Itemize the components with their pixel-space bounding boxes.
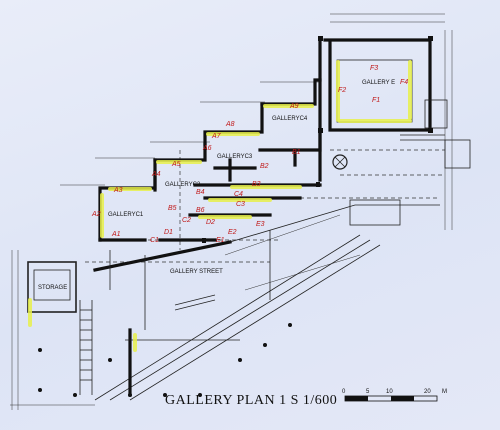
columns [38, 36, 433, 397]
marker-a1: A1 [111, 231, 121, 238]
storage-room [27, 261, 77, 313]
scale-tick-5: 5 [366, 389, 370, 395]
marker-e1: E1 [216, 237, 225, 244]
dashed-grid [85, 149, 445, 263]
marker-b4: B4 [196, 189, 205, 196]
highlight-marks [28, 60, 412, 352]
marker-d2: D2 [206, 219, 215, 226]
scale-tick-10: 10 [386, 389, 393, 395]
marker-b3: B3 [252, 181, 261, 188]
marker-f2: F2 [338, 87, 346, 94]
marker-d1: D1 [164, 229, 173, 236]
stairs [79, 300, 93, 395]
elevator-icon [332, 154, 348, 170]
gallery-walls [98, 38, 471, 242]
marker-b2: B2 [260, 163, 269, 170]
marker-e3: E3 [256, 221, 265, 228]
marker-e2: E2 [228, 229, 237, 236]
marker-c3: C3 [236, 201, 245, 208]
marker-a3: A3 [113, 187, 123, 194]
marker-a7: A7 [211, 133, 222, 140]
position-markers: A1 A2 A3 A4 A5 A6 A7 A8 A9 B1 B2 B3 B4 B… [91, 65, 408, 244]
drawing-title: GALLERY PLAN 1 S 1/600 [165, 393, 337, 408]
marker-a4: A4 [151, 171, 161, 178]
room-label-gallery4: GALLERYC4 [272, 116, 308, 122]
room-labels: GALLERYC1 GALLERYC2 GALLERYC3 GALLERYC4 … [38, 80, 395, 291]
marker-f1: F1 [372, 97, 380, 104]
marker-c4: C4 [234, 191, 243, 198]
marker-a8: A8 [225, 121, 235, 128]
marker-b6: B6 [196, 207, 205, 214]
marker-a9: A9 [289, 103, 299, 110]
marker-a2: A2 [91, 211, 101, 218]
scale-tick-20: 20 [424, 389, 431, 395]
marker-b5: B5 [168, 205, 177, 212]
room-label-gallery1: GALLERYC1 [108, 212, 144, 218]
room-label-storage: STORAGE [38, 285, 67, 291]
marker-b1: B1 [292, 149, 301, 156]
marker-f4: F4 [400, 79, 408, 86]
marker-c1: C1 [150, 237, 159, 244]
room-label-gallery2: GALLERYC2 [165, 182, 201, 188]
room-label-gallery-street: GALLERY STREET [170, 269, 223, 275]
marker-a6: A6 [202, 145, 212, 152]
marker-c2: C2 [182, 217, 191, 224]
room-label-gallery-e: GALLERY E [362, 80, 395, 86]
scale-tick-0: 0 [342, 389, 346, 395]
scale-bar: 0 5 10 20 M [342, 389, 447, 402]
marker-a5: A5 [171, 161, 181, 168]
dimension-lines [10, 13, 453, 410]
room-label-gallery3: GALLERYC3 [217, 154, 253, 160]
scale-unit: M [442, 389, 447, 395]
street-walls [93, 204, 440, 401]
marker-f3: F3 [370, 65, 378, 72]
